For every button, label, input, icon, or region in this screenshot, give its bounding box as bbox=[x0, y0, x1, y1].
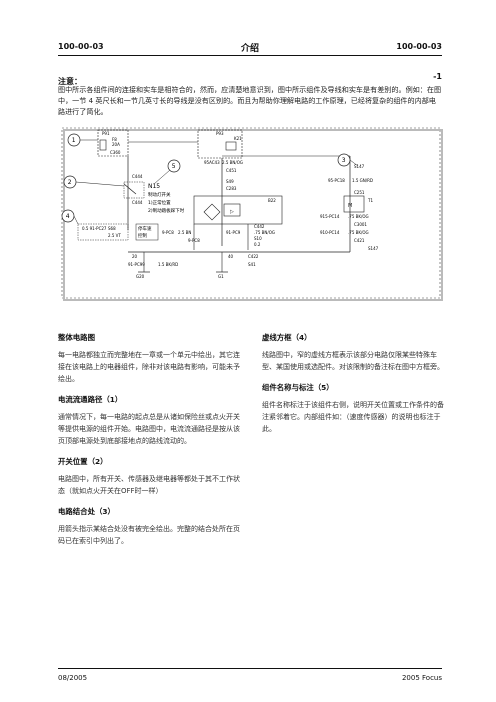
page-header: 100-00-03 介绍 100-00-03 bbox=[58, 40, 442, 56]
relay-box bbox=[197, 129, 243, 159]
circuit-diagram-svg: P91 F8 20A C360 P93 K21 95AC43 2.5 BN/OG… bbox=[61, 127, 443, 301]
label-75bk2: .75 BK/OG bbox=[348, 230, 369, 235]
label-c251: C251 bbox=[354, 190, 365, 195]
svg-text:2: 2 bbox=[68, 179, 72, 186]
frame bbox=[61, 127, 441, 299]
label-c422: C422 bbox=[248, 254, 259, 259]
label-40: 40 bbox=[228, 254, 234, 259]
header-right-code: 100-00-03 bbox=[396, 42, 442, 51]
footer-model: 2005 Focus bbox=[401, 674, 442, 682]
label-c360: C360 bbox=[110, 150, 121, 155]
section-title: 电流流通路径（1） bbox=[58, 395, 123, 404]
label-91pc27: 0.5 91-PC27 bbox=[82, 226, 107, 231]
label-15bk: 1.5 BK/RD bbox=[158, 262, 178, 267]
footer-date: 08/2005 bbox=[58, 674, 88, 682]
optional-box bbox=[77, 223, 129, 241]
svg-text:5: 5 bbox=[172, 163, 176, 170]
label-25vt: 2.5 VT bbox=[108, 233, 121, 238]
label-g1: G1 bbox=[218, 274, 224, 279]
relay-symbol bbox=[225, 141, 237, 151]
note-text: 图中所示各组件间的连接和实车是相符合的，然而，应清楚地意识到，图中所示组件及导线… bbox=[58, 85, 442, 116]
svg-text:▷: ▷ bbox=[230, 209, 234, 215]
label-95ac43: 95AC43 bbox=[204, 160, 220, 165]
label-91pc99: 91-PC99 bbox=[128, 262, 145, 267]
label-p91: P91 bbox=[102, 131, 110, 136]
svg-text:3: 3 bbox=[342, 157, 346, 164]
circuit-diagram: P91 F8 20A C360 P93 K21 95AC43 2.5 BN/OG… bbox=[58, 126, 444, 302]
label-91pc9: 91-PC9 bbox=[226, 230, 241, 235]
amp-symbol bbox=[223, 203, 241, 217]
label-t1: T1 bbox=[367, 198, 373, 203]
label-c421: C421 bbox=[354, 238, 365, 243]
label-c442: C442 bbox=[254, 224, 265, 229]
label-n15: N15 bbox=[148, 183, 160, 190]
fuse-symbol bbox=[99, 139, 107, 151]
note-title: 注意： bbox=[58, 77, 82, 86]
label-s68: S68 bbox=[108, 226, 116, 231]
note-number: -1 bbox=[433, 72, 442, 81]
label-25bn-a: 2.5 BN bbox=[178, 230, 191, 235]
label-c451: C451 bbox=[226, 168, 237, 173]
left-column: 整体电路图 每一电路都独立而完整地在一章或一个单元中绘出，其它连接在该电路上的电… bbox=[58, 332, 246, 556]
label-c283: C283 bbox=[226, 186, 237, 191]
label-s10: S10 bbox=[254, 236, 262, 241]
label-s147: S147 bbox=[354, 164, 365, 169]
label-75bk: .75 BK/OG bbox=[348, 214, 369, 219]
switch-box bbox=[123, 181, 145, 199]
footer-rule bbox=[58, 668, 442, 669]
label-f8: F8 bbox=[112, 137, 117, 142]
label-b22: B22 bbox=[268, 198, 276, 203]
label-p93: P93 bbox=[216, 131, 224, 136]
section-title: 电路结合处（3） bbox=[58, 507, 115, 516]
speed-control-box bbox=[135, 223, 159, 241]
b22-module bbox=[193, 195, 283, 225]
header-rule bbox=[58, 55, 442, 56]
label-n15-desc3: 2)制动踏板踩下时 bbox=[148, 207, 185, 214]
label-s41: S41 bbox=[248, 262, 256, 267]
label-915pc14: 915-PC14 bbox=[320, 214, 340, 219]
switch-blade bbox=[123, 183, 137, 195]
label-910pc14: 910-PC14 bbox=[320, 230, 340, 235]
section-title: 虚线方框（4） bbox=[262, 333, 312, 342]
bridge-symbol bbox=[203, 203, 221, 221]
callout-5 bbox=[167, 159, 181, 173]
label-20a: 20A bbox=[112, 142, 120, 147]
label-n15-desc2: 1)正常位置 bbox=[148, 199, 171, 206]
svg-text:1: 1 bbox=[72, 137, 76, 144]
section-title: 组件名称与标注（5） bbox=[262, 383, 334, 392]
label-75bn: .75 BN/OG bbox=[254, 230, 275, 235]
section-body: 组件名称标注于该组件右侧，说明开关位置或工作条件的备注紧邻着它。内部组件如：（速… bbox=[262, 401, 444, 433]
section-body: 每一电路都独立而完整地在一章或一个单元中绘出，其它连接在该电路上的电器组件，除非… bbox=[58, 351, 240, 383]
section-body: 通常情况下，每一电路的起点总是从诸如保险丝或点火开关等提供电源的组件开始。电路图… bbox=[58, 413, 240, 445]
label-n15-desc1: 制动灯开关 bbox=[148, 191, 171, 198]
fuse-box bbox=[97, 129, 129, 157]
label-15gn: 1.5 GN/RD bbox=[352, 178, 373, 183]
section-title: 整体电路图 bbox=[58, 333, 95, 342]
label-20: 20 bbox=[132, 254, 138, 259]
svg-text:4: 4 bbox=[66, 213, 70, 220]
label-9pc8-a: 9-PC8 bbox=[162, 230, 174, 235]
section-body: 用箭头指示某结合处没有被完全绘出。完整的结合处所在页码已在索引中列出了。 bbox=[58, 525, 240, 545]
label-02: 0.2 bbox=[254, 242, 261, 247]
label-c444-b: C444 bbox=[132, 200, 143, 205]
section-body: 电路图中，所有开关、传感器及继电器等都处于其不工作状态（就如点火开关在OFF时一… bbox=[58, 475, 240, 495]
section-title: 开关位置（2） bbox=[58, 457, 108, 466]
label-c444-a: C444 bbox=[132, 174, 143, 179]
t1-component bbox=[343, 195, 365, 213]
label-s49: S49 bbox=[226, 179, 234, 184]
label-95pc18: 95-PC18 bbox=[328, 178, 345, 183]
header-title: 介绍 bbox=[240, 44, 259, 54]
section-body: 线路图中，窄的虚线方框表示该部分电路仅限某些特殊车型、某国使用或选配件。对该限制… bbox=[262, 351, 444, 371]
label-g20: G20 bbox=[136, 274, 145, 279]
label-k21: K21 bbox=[234, 136, 242, 141]
label-c3001: C3001 bbox=[354, 222, 367, 227]
header-left-code: 100-00-03 bbox=[58, 42, 104, 51]
label-s147-b: S147 bbox=[368, 246, 379, 251]
label-box2: 控制 bbox=[138, 232, 147, 239]
label-box1: 停车速 bbox=[138, 225, 152, 232]
label-25bn: 2.5 BN/OG bbox=[222, 160, 243, 165]
right-column: 虚线方框（4） 线路图中，窄的虚线方框表示该部分电路仅限某些特殊车型、某国使用或… bbox=[262, 332, 450, 444]
